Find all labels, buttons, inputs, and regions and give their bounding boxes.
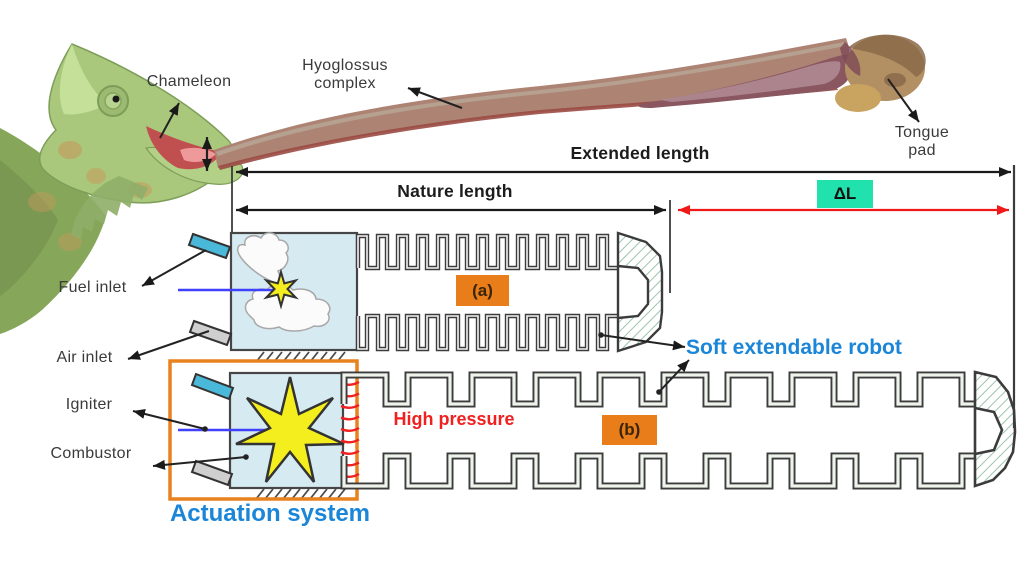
combustor-b bbox=[178, 371, 345, 490]
nature-length-label: Nature length bbox=[397, 181, 513, 201]
callout-arrows bbox=[127, 78, 920, 470]
igniter-arrow bbox=[132, 409, 206, 430]
tongue-pad bbox=[835, 34, 926, 112]
dimension-lines bbox=[231, 165, 1016, 428]
combustor-arrow bbox=[152, 456, 247, 470]
chameleon-illustration bbox=[0, 43, 244, 334]
bellows-a bbox=[355, 231, 664, 353]
chameleon-eye bbox=[97, 85, 129, 117]
tongue-illustration bbox=[214, 34, 926, 170]
panel-b-badge: (b) bbox=[602, 415, 657, 445]
combustor-label: Combustor bbox=[50, 445, 132, 462]
spark-star-a bbox=[263, 268, 299, 310]
soft-robot-arrow-1 bbox=[600, 334, 686, 351]
chameleon-label: Chameleon bbox=[146, 73, 232, 90]
chameleon-arrow bbox=[159, 102, 180, 139]
igniter-label: Igniter bbox=[65, 396, 113, 413]
fuel-tube-a bbox=[187, 232, 232, 260]
soft-extendable-robot-label: Soft extendable robot bbox=[686, 336, 902, 359]
actuation-system-label: Actuation system bbox=[169, 500, 371, 527]
bellows-b bbox=[340, 370, 1017, 490]
bellows-b-nozzle bbox=[973, 370, 1017, 488]
tongue-pad-arrow bbox=[887, 78, 920, 123]
air-tube-b bbox=[190, 459, 234, 487]
bellows-a-nozzle bbox=[616, 231, 664, 353]
air-tube-a bbox=[188, 319, 233, 347]
tongue-pad-label: Tongue pad bbox=[894, 124, 950, 159]
combustor-a bbox=[178, 231, 359, 352]
smoke-upper bbox=[237, 232, 289, 284]
high-pressure-label: High pressure bbox=[393, 409, 515, 429]
soft-robot-arrow-2 bbox=[658, 359, 690, 393]
delta-l-badge: ΔL bbox=[817, 180, 873, 208]
air-inlet-label: Air inlet bbox=[56, 349, 113, 366]
hyoglossus-complex-label: Hyoglossus complex bbox=[302, 57, 388, 92]
panel-a-badge: (a) bbox=[456, 275, 509, 306]
pressure-marks bbox=[340, 380, 360, 478]
fuel-tube-b bbox=[190, 372, 235, 401]
fuel-inlet-label: Fuel inlet bbox=[58, 279, 127, 296]
hyoglossus-arrow bbox=[407, 87, 463, 109]
explosion-star-b bbox=[235, 376, 345, 483]
extended-length-label: Extended length bbox=[570, 143, 710, 163]
air-inlet-arrow bbox=[127, 330, 210, 360]
fuel-inlet-arrow bbox=[141, 249, 207, 287]
